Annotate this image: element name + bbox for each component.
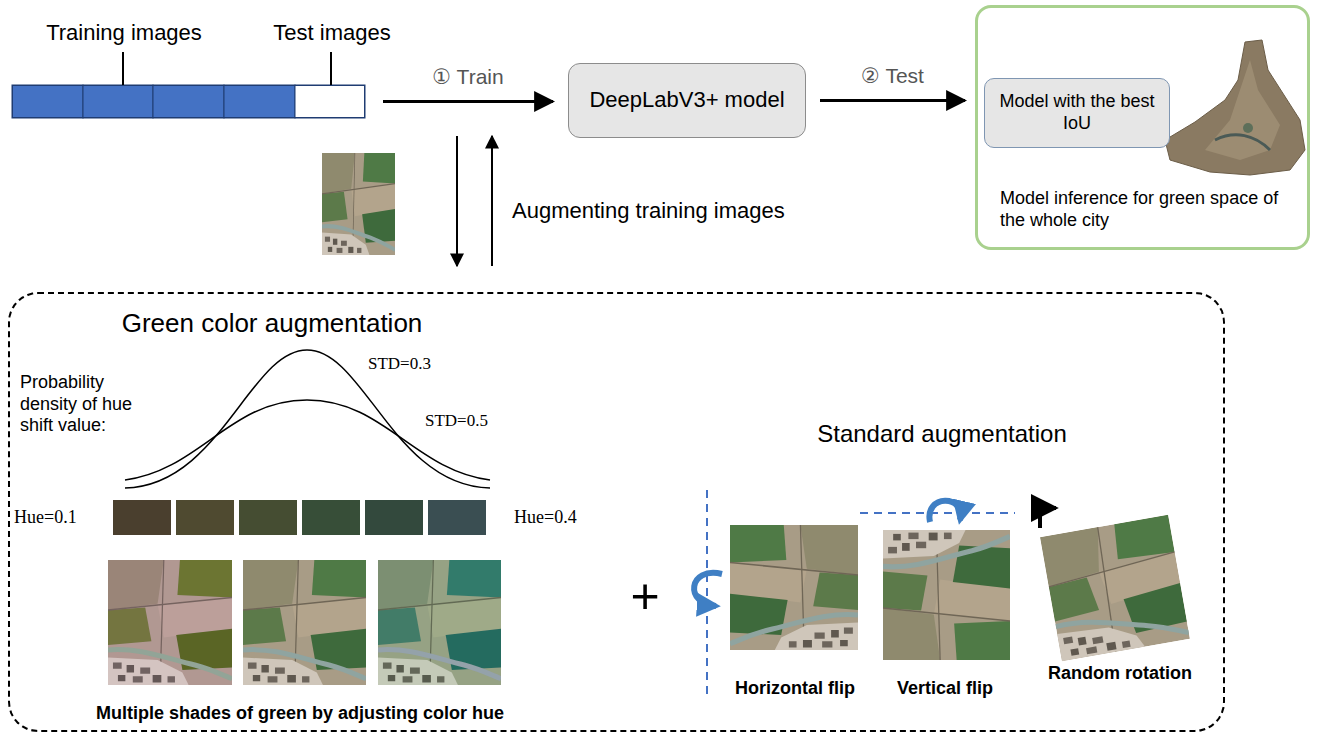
hue-image bbox=[243, 560, 366, 685]
node-text: Training images bbox=[29, 20, 219, 46]
inference-panel: Model inference for green space of the w… bbox=[975, 5, 1310, 250]
down-arrow bbox=[456, 136, 458, 266]
node-text: DeepLabV3+ model bbox=[589, 87, 784, 113]
edge-label: ② Test bbox=[861, 63, 924, 88]
edge-label: ① Train bbox=[432, 64, 503, 89]
hue-image bbox=[108, 560, 232, 685]
node-text: Test images bbox=[237, 20, 427, 46]
city-shade bbox=[1205, 60, 1280, 160]
sample-image bbox=[322, 153, 395, 255]
swatch bbox=[176, 500, 234, 535]
tick-line bbox=[122, 52, 124, 85]
bell-curve bbox=[125, 350, 490, 488]
hue-label: Hue=0.1 bbox=[14, 507, 77, 529]
plus-sign: + bbox=[630, 566, 659, 626]
flip-arrow bbox=[929, 501, 960, 522]
flip-axis bbox=[706, 490, 708, 700]
swatch bbox=[365, 500, 423, 535]
flow-arrow bbox=[383, 100, 553, 103]
city-river bbox=[1215, 135, 1270, 150]
curve-label: STD=0.5 bbox=[425, 411, 488, 431]
train-segment bbox=[153, 85, 224, 118]
hue-swatches bbox=[113, 500, 486, 535]
swatch bbox=[113, 500, 171, 535]
node-text: Model with the best IoU bbox=[985, 91, 1169, 134]
hue-label: Hue=0.4 bbox=[514, 507, 577, 529]
city-shape bbox=[1165, 40, 1305, 175]
up-arrow bbox=[491, 136, 493, 266]
rotated-image bbox=[1040, 515, 1190, 662]
vflip-image bbox=[883, 530, 1010, 660]
data-split-box: Training imagesTest images bbox=[12, 85, 365, 118]
test-segment bbox=[295, 85, 365, 118]
train-segment bbox=[224, 85, 295, 118]
bell-curve bbox=[125, 400, 490, 480]
model-box: DeepLabV3+ model bbox=[568, 63, 806, 138]
node-text: Standard augmentation bbox=[772, 420, 1112, 449]
node-text: Model inference for green space of the w… bbox=[1000, 188, 1290, 231]
aug-label: Horizontal flip bbox=[735, 678, 855, 700]
step-label: Augmenting training images bbox=[512, 198, 785, 224]
node-text: Green color augmentation bbox=[92, 308, 452, 339]
train-segment bbox=[12, 85, 83, 118]
city-green bbox=[1243, 123, 1253, 133]
flip-arrow bbox=[694, 573, 722, 606]
swatch bbox=[428, 500, 486, 535]
flow-arrow bbox=[820, 99, 965, 102]
train-segment bbox=[83, 85, 153, 118]
city-illustration bbox=[1165, 40, 1305, 175]
aug-label: Vertical flip bbox=[897, 678, 993, 700]
axis-label: Probability density of hue shift value: bbox=[20, 372, 145, 437]
caption-label: Multiple shades of green by adjusting co… bbox=[96, 703, 504, 725]
flip-axis bbox=[860, 512, 1015, 514]
swatch bbox=[302, 500, 360, 535]
data-split-bar bbox=[12, 52, 365, 118]
tick-line bbox=[330, 52, 332, 85]
best-model-box: Model with the best IoU bbox=[984, 78, 1170, 148]
hue-image bbox=[378, 560, 501, 685]
aug-label: Random rotation bbox=[1048, 663, 1192, 685]
swatch bbox=[239, 500, 297, 535]
rotate-arrow bbox=[1040, 508, 1056, 528]
curve-label: STD=0.3 bbox=[368, 354, 431, 374]
hflip-image bbox=[730, 525, 858, 650]
augmentation-panel: Green color augmentationStandard augment… bbox=[8, 292, 1225, 732]
